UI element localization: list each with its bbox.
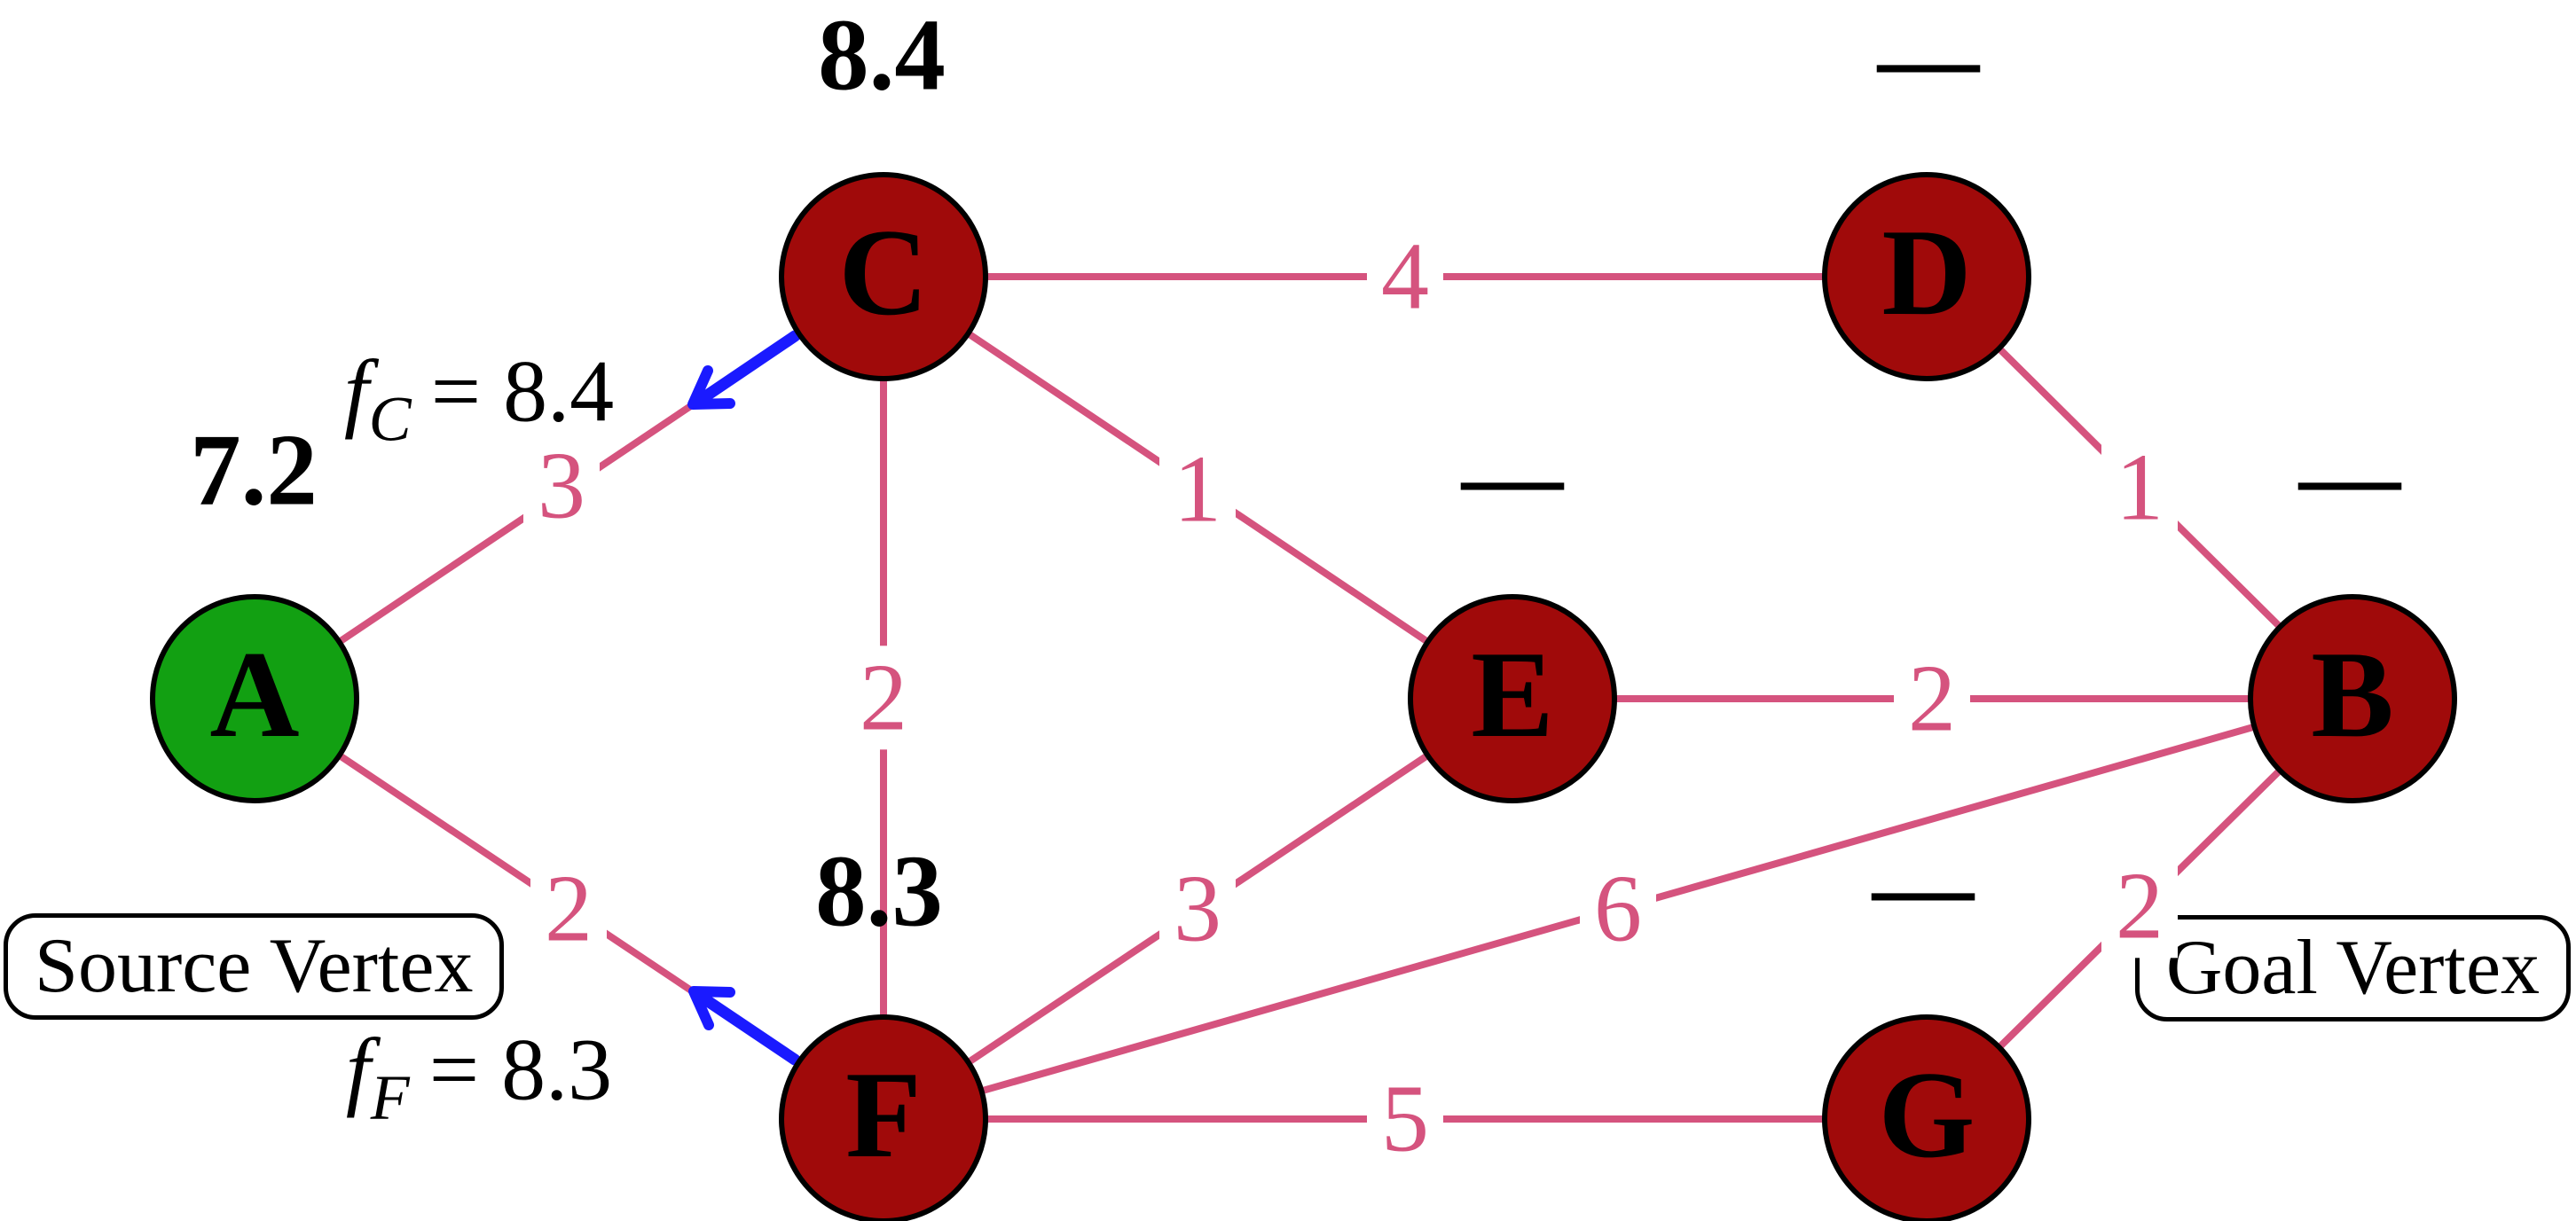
f-equation-C-subscript: C [368, 383, 412, 455]
edge-weight-G-B: 2 [2101, 854, 2178, 959]
node-B-label: B [2311, 626, 2394, 763]
f-equation-F-value: = 8.3 [428, 1020, 613, 1119]
node-A-source-vertex: A [150, 594, 359, 803]
f-value-C: 8.4 [818, 0, 946, 112]
edge-weight-F-B: 6 [1580, 857, 1656, 961]
f-value-A: 7.2 [190, 413, 318, 527]
node-C-label: C [838, 204, 929, 341]
f-value-E: — [1461, 419, 1564, 533]
node-E: E [1408, 594, 1617, 803]
source-vertex-callout: Source Vertex [4, 913, 505, 1020]
f-value-F: 8.3 [815, 834, 943, 948]
f-value-D: — [1877, 2, 1980, 115]
node-D-label: D [1881, 204, 1972, 341]
node-E-label: E [1471, 626, 1554, 763]
edge-weight-E-B: 2 [1894, 646, 1970, 751]
f-equation-F-subscript: F [370, 1061, 410, 1133]
f-value-B: — [2298, 419, 2401, 533]
edge-weight-A-C: 3 [523, 434, 600, 538]
node-G-label: G [1878, 1046, 1975, 1184]
node-A-label: A [209, 626, 300, 763]
goal-vertex-callout: Goal Vertex [2134, 915, 2571, 1021]
f-equation-C: fC= 8.4 [344, 347, 614, 451]
node-C: C [779, 172, 988, 381]
edge-weight-D-B: 1 [2101, 435, 2178, 540]
f-equation-C-var: f [343, 341, 369, 441]
f-equation-F-var: f [345, 1020, 371, 1119]
edge-weight-C-E: 1 [1159, 437, 1236, 542]
edge-weight-C-F: 2 [845, 646, 922, 750]
edge-weight-F-G: 5 [1367, 1067, 1443, 1171]
node-B-goal-vertex: B [2248, 594, 2457, 803]
parent-arrow-C [687, 330, 801, 410]
edge-weight-F-E: 3 [1159, 857, 1236, 961]
node-F: F [779, 1014, 988, 1221]
f-equation-C-value: = 8.4 [430, 341, 615, 441]
parent-arrow-F [688, 986, 801, 1066]
node-G: G [1822, 1014, 2031, 1221]
node-F-label: F [845, 1046, 922, 1184]
edge-weight-A-F: 2 [530, 857, 607, 961]
f-value-G: — [1872, 830, 1975, 943]
edge-weight-C-D: 4 [1367, 224, 1443, 329]
f-equation-F: fF= 8.3 [346, 1025, 612, 1133]
node-D: D [1822, 172, 2031, 381]
